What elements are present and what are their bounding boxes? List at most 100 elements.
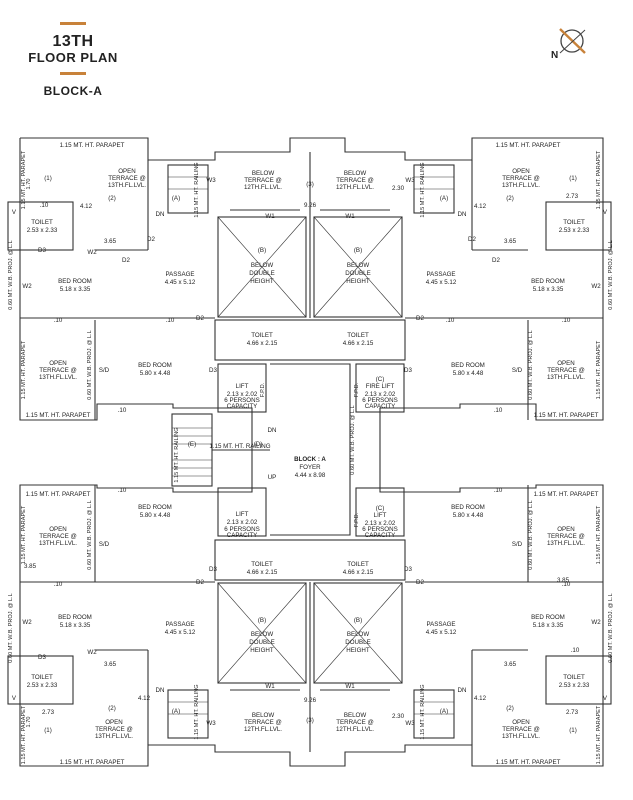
door-d2-tl2: D2	[122, 257, 130, 264]
door-d3-bl2: D3	[209, 566, 217, 573]
parapet-label-mr2: 1.15 MT. HT. PARAPET	[534, 491, 599, 498]
mark-ten-ml2: .10	[118, 407, 127, 414]
below-terrace-t1-3: 12TH.FL.LVL.	[244, 184, 282, 191]
dim-385-r: 3.85	[557, 577, 570, 584]
wb-proj-r: 0.60 MT. W.B. PROJ. @ L.L	[608, 240, 614, 309]
below-terrace-b1-1: BELOW	[252, 712, 275, 719]
below-terrace-t1-1: BELOW	[252, 170, 275, 177]
toilet-tr: TOILET	[563, 219, 585, 226]
stair-mark-a-br: (A)	[440, 708, 448, 715]
dim-230-top: 2.30	[392, 185, 405, 192]
north-compass-icon	[559, 28, 586, 54]
open-terrace-bl-3: 13TH.FL.LVL.	[95, 733, 133, 740]
wb-proj-br: 0.60 MT. W.B. PROJ. @ L.L	[608, 593, 614, 662]
lift-3-dim: 2.13 x 2.02	[365, 520, 396, 527]
mark-ten-br: .10	[562, 581, 571, 588]
wb-proj-mr: 0.60 MT. W.B. PROJ. @ L.L	[528, 330, 534, 399]
lift-1-cap-2: CAPACITY	[227, 403, 257, 410]
open-terrace-tr-3: 13TH.FL.LVL.	[502, 182, 540, 189]
lift-1: LIFT	[236, 383, 249, 390]
dh-b1-3: HEIGHT	[250, 647, 274, 654]
lift-3: LIFT	[374, 512, 387, 519]
door-sd-ml: S/D	[99, 367, 110, 374]
dim-273-bl: 2.73	[42, 709, 55, 716]
fire-lift-cap-2: CAPACITY	[365, 403, 395, 410]
vent-v-bl: V	[12, 695, 17, 702]
mark-1-tl: (1)	[44, 175, 52, 182]
dim-170-bl: 1.70	[26, 717, 32, 728]
core-toilet-t2-dim: 4.66 x 2.15	[343, 340, 374, 347]
fire-lift: FIRE LIFT	[366, 383, 395, 390]
bedroom-mr-dim: 5.80 x 4.48	[453, 370, 484, 377]
fire-lift-mark: (C)	[376, 376, 385, 383]
vent-v-br: V	[603, 695, 608, 702]
heading-accent-bar-bottom	[60, 72, 86, 75]
parapet-label-br: 1.15 MT. HT. PARAPET	[496, 759, 561, 766]
open-terrace-tl-2: TERRACE @	[108, 175, 146, 182]
passage-bl: PASSAGE	[165, 621, 194, 628]
mark-ten-ml: .10	[54, 317, 63, 324]
open-terrace-tr-1: OPEN	[512, 168, 530, 175]
bedroom-ml: BED ROOM	[138, 362, 172, 369]
below-terrace-b1-3: 12TH.FL.LVL.	[244, 726, 282, 733]
stair-mark-a-tl: (A)	[172, 195, 180, 202]
door-sd-bl: S/D	[99, 541, 110, 548]
stair-mark-a-bl: (A)	[172, 708, 180, 715]
open-terrace-mr-1: OPEN	[557, 360, 575, 367]
passage-tr-dim: 4.45 x 5.12	[426, 279, 457, 286]
dim-412-tl: 4.12	[80, 203, 93, 210]
dh-t1-1: BELOW	[251, 262, 274, 269]
toilet-bl-dim: 2.53 x 2.33	[27, 682, 58, 689]
lift-2-cap-1: 6 PERSONS	[224, 526, 259, 533]
window-w2-bl2: W2	[87, 649, 97, 656]
mark-3-bottom: (3)	[306, 717, 314, 724]
dim-365-bl: 3.65	[104, 661, 117, 668]
bedroom-tl: BED ROOM	[58, 278, 92, 285]
block-label: BLOCK : A	[294, 456, 326, 463]
window-w3-tr: W3	[405, 177, 415, 184]
door-d2-mr: D2	[416, 315, 424, 322]
dh-b1-1: BELOW	[251, 631, 274, 638]
mark-1-br: (1)	[569, 727, 577, 734]
bedroom-br-dim: 5.18 x 3.35	[533, 622, 564, 629]
bedroom-mr: BED ROOM	[451, 362, 485, 369]
dh-t2-2: DOUBLE	[345, 270, 370, 277]
bedroom-ml2-dim: 5.80 x 4.48	[140, 512, 171, 519]
dim-273-br: 2.73	[566, 709, 579, 716]
toilet-br-dim: 2.53 x 2.33	[559, 682, 590, 689]
door-d2-bl: D2	[196, 579, 204, 586]
dn-br: DN	[458, 687, 467, 694]
mark-2-tr: (2)	[506, 195, 514, 202]
parapet-v-mr: 1.15 MT. HT. PARAPET	[596, 340, 602, 399]
passage-tl-dim: 4.45 x 5.12	[165, 279, 196, 286]
dh-b2-1: BELOW	[347, 631, 370, 638]
foyer-dim: 4.44 x 8.98	[295, 472, 326, 479]
fpd-r1: F.P.D.	[354, 382, 360, 397]
mark-ten-ml4: .10	[166, 317, 175, 324]
open-terrace-tl-1: OPEN	[118, 168, 136, 175]
open-terrace-br-1: OPEN	[512, 719, 530, 726]
open-terrace-br-2: TERRACE @	[502, 726, 540, 733]
bedroom-mr2: BED ROOM	[451, 504, 485, 511]
dh-b2-3: HEIGHT	[346, 647, 370, 654]
dh-t2-mark: (B)	[354, 247, 362, 254]
foyer-mark: (D)	[254, 441, 263, 448]
mark-2-br: (2)	[506, 705, 514, 712]
railing-v-tr: 1.15 MT. HT. RAILING	[420, 162, 426, 217]
dim-926-bottom: 9.26	[304, 697, 317, 704]
dim-412-br: 4.12	[474, 695, 487, 702]
dim-170-tl: 1.70	[26, 179, 32, 190]
door-d2-tr: D2	[468, 236, 476, 243]
railing-v-stair: 1.15 MT. HT. RAILING	[174, 427, 180, 482]
dim-412-tr: 4.12	[474, 203, 487, 210]
wb-proj-mr2: 0.60 MT. W.B. PROJ. @ L.L	[528, 500, 534, 569]
parapet-v-bl: 1.15 MT. HT. PARAPET	[21, 505, 27, 564]
open-terrace-ml2-2: TERRACE @	[39, 533, 77, 540]
door-d2-ml: D2	[196, 315, 204, 322]
passage-br-dim: 4.45 x 5.12	[426, 629, 457, 636]
open-terrace-mr-3: 13TH.FL.LVL.	[547, 374, 585, 381]
window-w2-r: W2	[591, 283, 601, 290]
mark-ten-mr: .10	[446, 317, 455, 324]
open-terrace-br-3: 13TH.FL.LVL.	[502, 733, 540, 740]
window-w2-tl: W2	[87, 249, 97, 256]
